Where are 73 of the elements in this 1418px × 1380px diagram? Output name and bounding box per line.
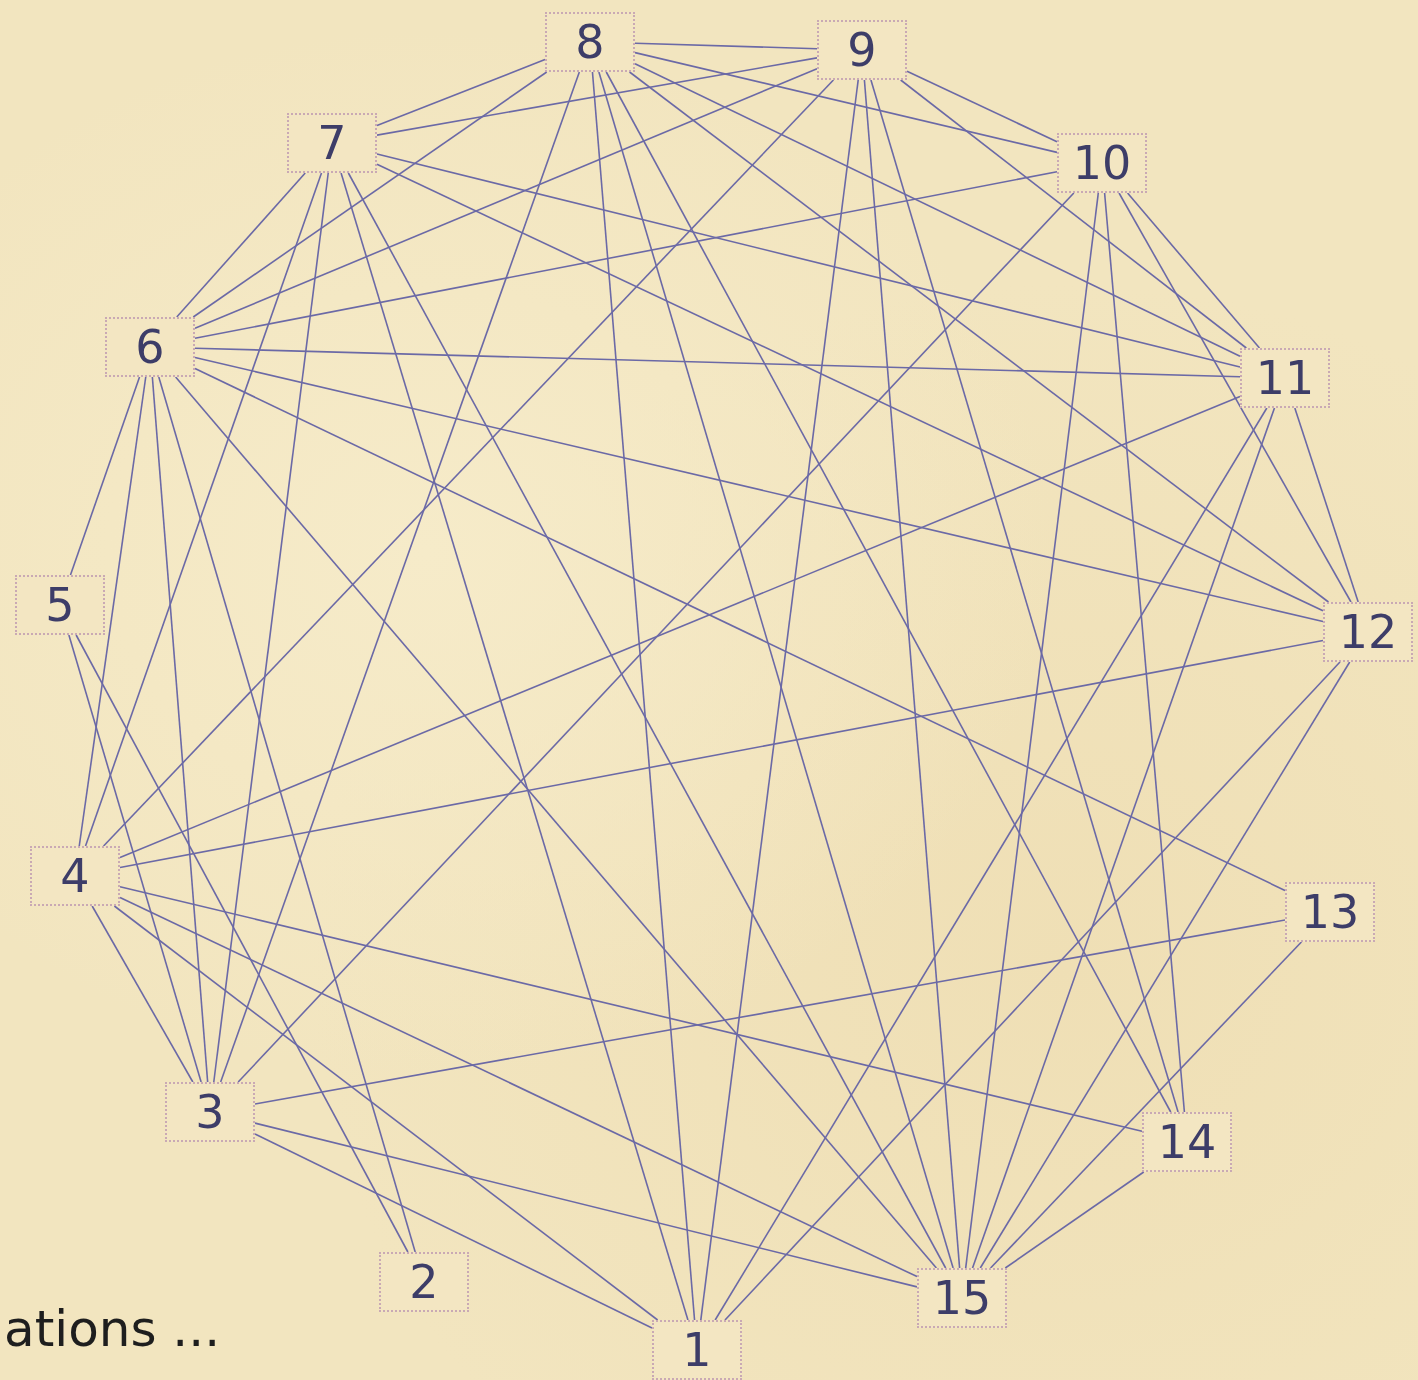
node-box: 14	[1142, 1112, 1232, 1172]
connector-line	[605, 71, 1172, 1113]
connector-line	[989, 941, 1303, 1269]
connector-line	[906, 70, 1058, 143]
connector-line	[964, 192, 1100, 1269]
node-box: 8	[545, 12, 635, 72]
node-box: 3	[165, 1082, 255, 1142]
connector-line	[863, 79, 961, 1269]
connector-line	[254, 1133, 653, 1329]
connector-line	[376, 163, 1324, 612]
node-box: 9	[817, 20, 907, 80]
connector-line	[119, 885, 1143, 1133]
connector-line	[254, 1122, 918, 1288]
connector-line	[1126, 192, 1261, 349]
connector-line	[1294, 407, 1359, 603]
connector-line	[91, 905, 194, 1083]
node-box: 13	[1285, 882, 1375, 942]
connector-line	[1103, 192, 1186, 1113]
connector-line	[194, 367, 1286, 892]
connector-line	[84, 172, 323, 847]
connector-line	[194, 67, 818, 330]
connector-line	[194, 170, 1058, 340]
connector-line	[113, 905, 659, 1321]
node-box: 5	[15, 575, 105, 635]
connector-line	[634, 42, 818, 50]
connector-line	[194, 356, 1324, 623]
connector-line	[158, 376, 416, 1253]
connector-line	[102, 79, 835, 847]
connector-line	[1004, 1171, 1145, 1269]
connector-line	[119, 639, 1324, 869]
connector-line	[194, 347, 1241, 378]
connector-line	[119, 896, 918, 1278]
connector-line	[870, 79, 1179, 1113]
node-box: 7	[287, 113, 377, 173]
connector-line	[591, 71, 696, 1321]
connector-line	[219, 71, 581, 1083]
node-box: 1	[652, 1320, 742, 1380]
node-box: 6	[105, 317, 195, 377]
connector-line	[254, 919, 1286, 1105]
connector-line	[899, 79, 1248, 349]
connector-line	[598, 71, 954, 1269]
node-box: 2	[379, 1252, 469, 1312]
connector-line	[979, 661, 1351, 1269]
node-box: 11	[1240, 348, 1330, 408]
connector-line	[714, 407, 1268, 1321]
node-box: 15	[917, 1268, 1007, 1328]
connector-line	[175, 172, 307, 318]
node-box: 4	[30, 846, 120, 906]
connector-line	[376, 57, 818, 136]
connector-line	[340, 172, 689, 1321]
connector-line	[700, 79, 859, 1321]
connector-line	[119, 395, 1241, 859]
connector-line	[78, 376, 147, 847]
connector-line	[69, 376, 141, 576]
connector-line	[376, 58, 546, 127]
connector-line	[376, 153, 1241, 368]
connector-line	[634, 62, 1241, 358]
connector-line	[75, 634, 409, 1253]
connector-line	[724, 661, 1341, 1321]
connector-line	[347, 172, 947, 1269]
connector-line	[971, 407, 1276, 1269]
connector-line	[151, 376, 209, 1083]
connector-line	[213, 172, 330, 1083]
connector-line	[174, 376, 938, 1269]
node-box: 10	[1057, 133, 1147, 193]
connector-line	[634, 51, 1058, 154]
caption-text: ations ...	[4, 1300, 221, 1358]
connector-line	[192, 71, 548, 318]
connector-line	[237, 192, 1075, 1083]
connector-line	[68, 634, 202, 1083]
connector-line	[628, 71, 1330, 603]
connector-line	[1118, 192, 1352, 603]
node-box: 12	[1323, 602, 1413, 662]
